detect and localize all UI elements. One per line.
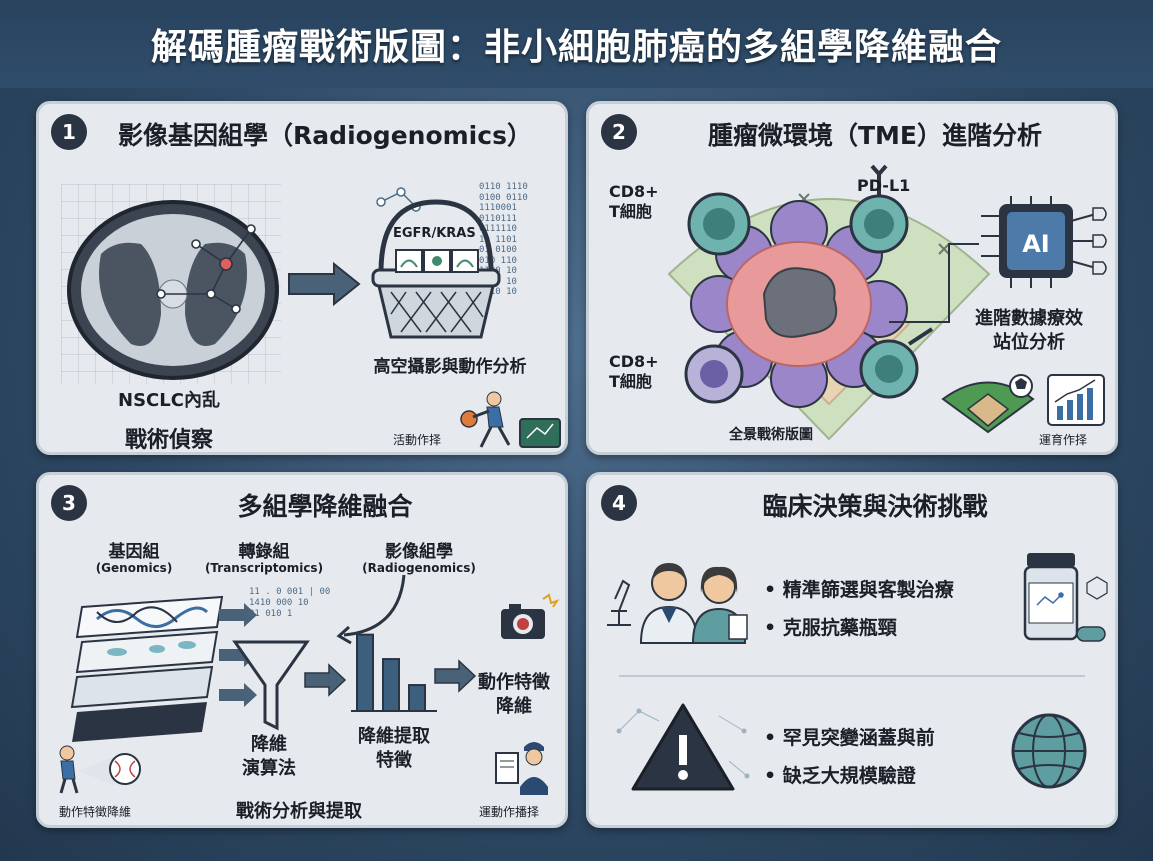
divider: [619, 675, 1085, 677]
arrow-right-icon: [434, 659, 477, 693]
genomics-cn: 基因組: [108, 542, 160, 562]
basket-illustration: [371, 187, 501, 339]
left-caption-1: NSCLC內乱: [118, 390, 220, 411]
chart-bar-1: [356, 633, 374, 713]
panel-multiomics: 3 多組學降維融合 基因組 (Genomics) 轉錄組 (Transcript…: [36, 472, 568, 828]
panel-number: 3: [51, 485, 87, 521]
warning-triangle-icon: [616, 703, 750, 791]
panel-title: 影像基因組學（Radiogenomics）: [118, 121, 532, 150]
funnel-icon: [232, 640, 310, 731]
panel-title: 多組學降維融合: [237, 492, 413, 521]
bullet-resistance: 克服抗藥瓶頸: [764, 613, 897, 640]
bar-chart-icon: [1047, 374, 1105, 426]
panel-tme: 2 腫瘤微環境（TME）進階分析 CD8+T細胞 CD8: [586, 101, 1118, 455]
connector-line: [889, 243, 979, 323]
title-bar: 解碼腫瘤戰術版圖：非小細胞肺癌的多組學降維融合: [0, 0, 1153, 88]
doctors-illustration: [607, 563, 748, 644]
bullet-validation: 缺乏大規模驗證: [764, 761, 916, 788]
panel-clinical: 4 臨床決策與決術挑戰 精準篩選與客製治療 克服抗藥瓶頸: [586, 472, 1118, 828]
ct-scan-illustration: [61, 184, 281, 384]
baseball-diamond-icon: [941, 374, 1035, 434]
curved-arrow: [336, 574, 406, 645]
bottom-center-caption: 戰術分析與提取: [236, 801, 362, 822]
medicine-bottle-icon: [1023, 553, 1108, 642]
radiogenomics-cn: 影像組學: [385, 542, 453, 562]
motion-feature-label: 動作特徵降維: [478, 672, 550, 717]
panel-title: 臨床決策與決術挑戰: [762, 492, 988, 521]
analysis-label: 進階數據療效站位分析: [975, 308, 1083, 353]
transcriptomics-en: (Transcriptomics): [204, 561, 324, 575]
panorama-label: 全景戰術版圖: [729, 427, 813, 443]
panel-number: 4: [601, 485, 637, 521]
bottom-left-caption: 動作特徵降維: [59, 805, 132, 819]
omics-layers-illustration: [70, 595, 224, 742]
genomics-en: (Genomics): [95, 561, 173, 575]
baseball-batter-icon: [59, 745, 141, 794]
tactics-board-icon: [519, 418, 561, 448]
arrow-right-icon: [304, 663, 347, 697]
bullet-precision: 精準篩選與客製治療: [764, 575, 954, 602]
radiogenomics-en: (Radiogenomics): [362, 561, 476, 575]
tumor-microenvironment-illustration: [684, 164, 934, 408]
extract-label: 降維提取特徵: [358, 726, 430, 771]
bottom-right-caption: 運動作播择: [479, 805, 540, 819]
basket-label: EGFR/KRAS: [393, 226, 476, 241]
chart-bar-3: [408, 684, 426, 712]
ai-chip-icon: [981, 196, 1107, 288]
chart-bar-2: [382, 658, 400, 712]
arrow-right-icon: [288, 261, 361, 307]
left-caption-2: 戰術偵察: [124, 428, 213, 453]
cd8-top-label: CD8+T細胞: [609, 182, 659, 221]
panel-title: 腫瘤微環境（TME）進階分析: [707, 121, 1042, 150]
coach-clipboard-icon: [495, 742, 548, 795]
bullet-rare-mutation: 罕見突變涵蓋與前: [764, 723, 935, 750]
dimension-reduction-bar-chart: [351, 633, 437, 713]
camera-icon: [501, 593, 560, 639]
small-caption: 活動作择: [393, 433, 442, 447]
panel-number: 2: [601, 114, 637, 150]
transcriptomics-cn: 轉錄組: [238, 542, 290, 562]
pdl1-label: PD-L1: [857, 176, 911, 195]
panel-number: 1: [51, 114, 87, 150]
globe-icon: [1011, 713, 1087, 789]
basketball-player-icon: [460, 391, 511, 448]
algorithm-label: 降維演算法: [242, 734, 296, 779]
page-title: 解碼腫瘤戰術版圖：非小細胞肺癌的多組學降維融合: [150, 27, 1002, 68]
camera-caption: 高空攝影與動作分析: [373, 357, 527, 377]
small-caption: 運育作择: [1039, 433, 1088, 447]
ai-label: AI: [1022, 230, 1050, 258]
cd8-bottom-label: CD8+T細胞: [609, 352, 659, 391]
